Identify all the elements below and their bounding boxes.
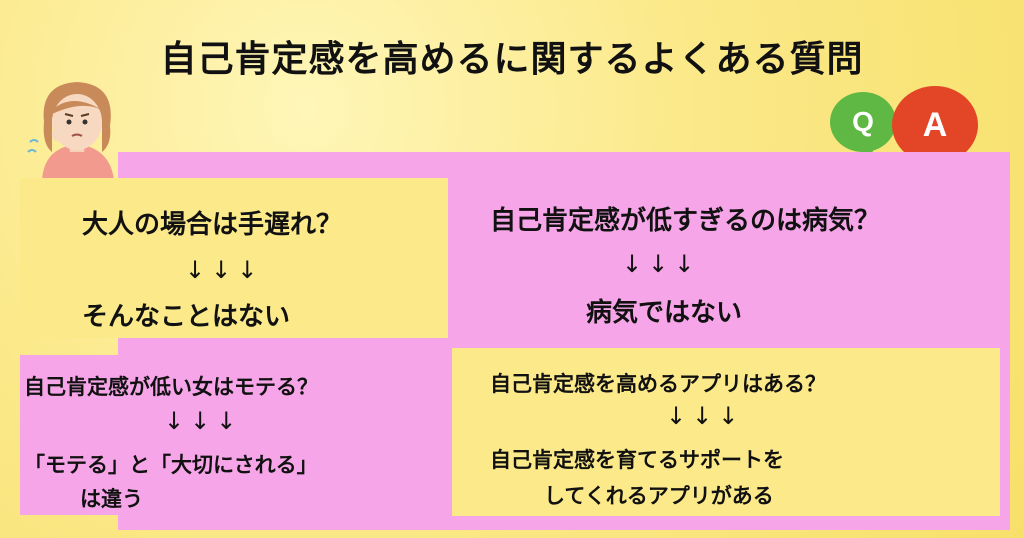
question-text: 自己肯定感が低すぎるのは病気？: [490, 206, 881, 236]
answer-text: 病気ではない: [586, 298, 743, 328]
question-text: 自己肯定感を高めるアプリはある？: [490, 372, 826, 396]
worried-woman-icon: [27, 82, 114, 180]
answer-text-line1: 自己肯定感を育てるサポートを: [490, 448, 784, 472]
question-text: 自己肯定感が低い女はモテる？: [24, 375, 318, 399]
answer-text-line2: は違う: [80, 487, 143, 511]
qa-panel-1: 大人の場合は手遅れ？ ↓↓↓ そんなことはない: [20, 178, 448, 338]
answer-text-line1: 「モテる」と「大切にされる」: [24, 453, 318, 477]
arrow-down-icons: ↓↓↓: [622, 250, 701, 278]
page-title: 自己肯定感を高めるに関するよくある質問: [160, 39, 864, 80]
a-bubble-icon: A: [892, 86, 978, 164]
arrow-down-icons: ↓↓↓: [164, 407, 243, 435]
arrow-down-icons: ↓↓↓: [185, 256, 264, 284]
qa-panel-4: 自己肯定感を高めるアプリはある？ ↓↓↓ 自己肯定感を育てるサポートを してくれ…: [452, 348, 1000, 516]
qa-panel-3: 自己肯定感が低い女はモテる？ ↓↓↓ 「モテる」と「大切にされる」 は違う: [20, 355, 448, 515]
answer-text: そんなことはない: [82, 302, 291, 332]
qa-panel-2: 自己肯定感が低すぎるのは病気？ ↓↓↓ 病気ではない: [452, 178, 1008, 338]
question-text: 大人の場合は手遅れ？: [82, 210, 343, 240]
arrow-down-icons: ↓↓↓: [666, 402, 745, 430]
answer-text-line2: してくれるアプリがある: [544, 484, 774, 508]
q-bubble-icon: Q: [830, 92, 896, 152]
